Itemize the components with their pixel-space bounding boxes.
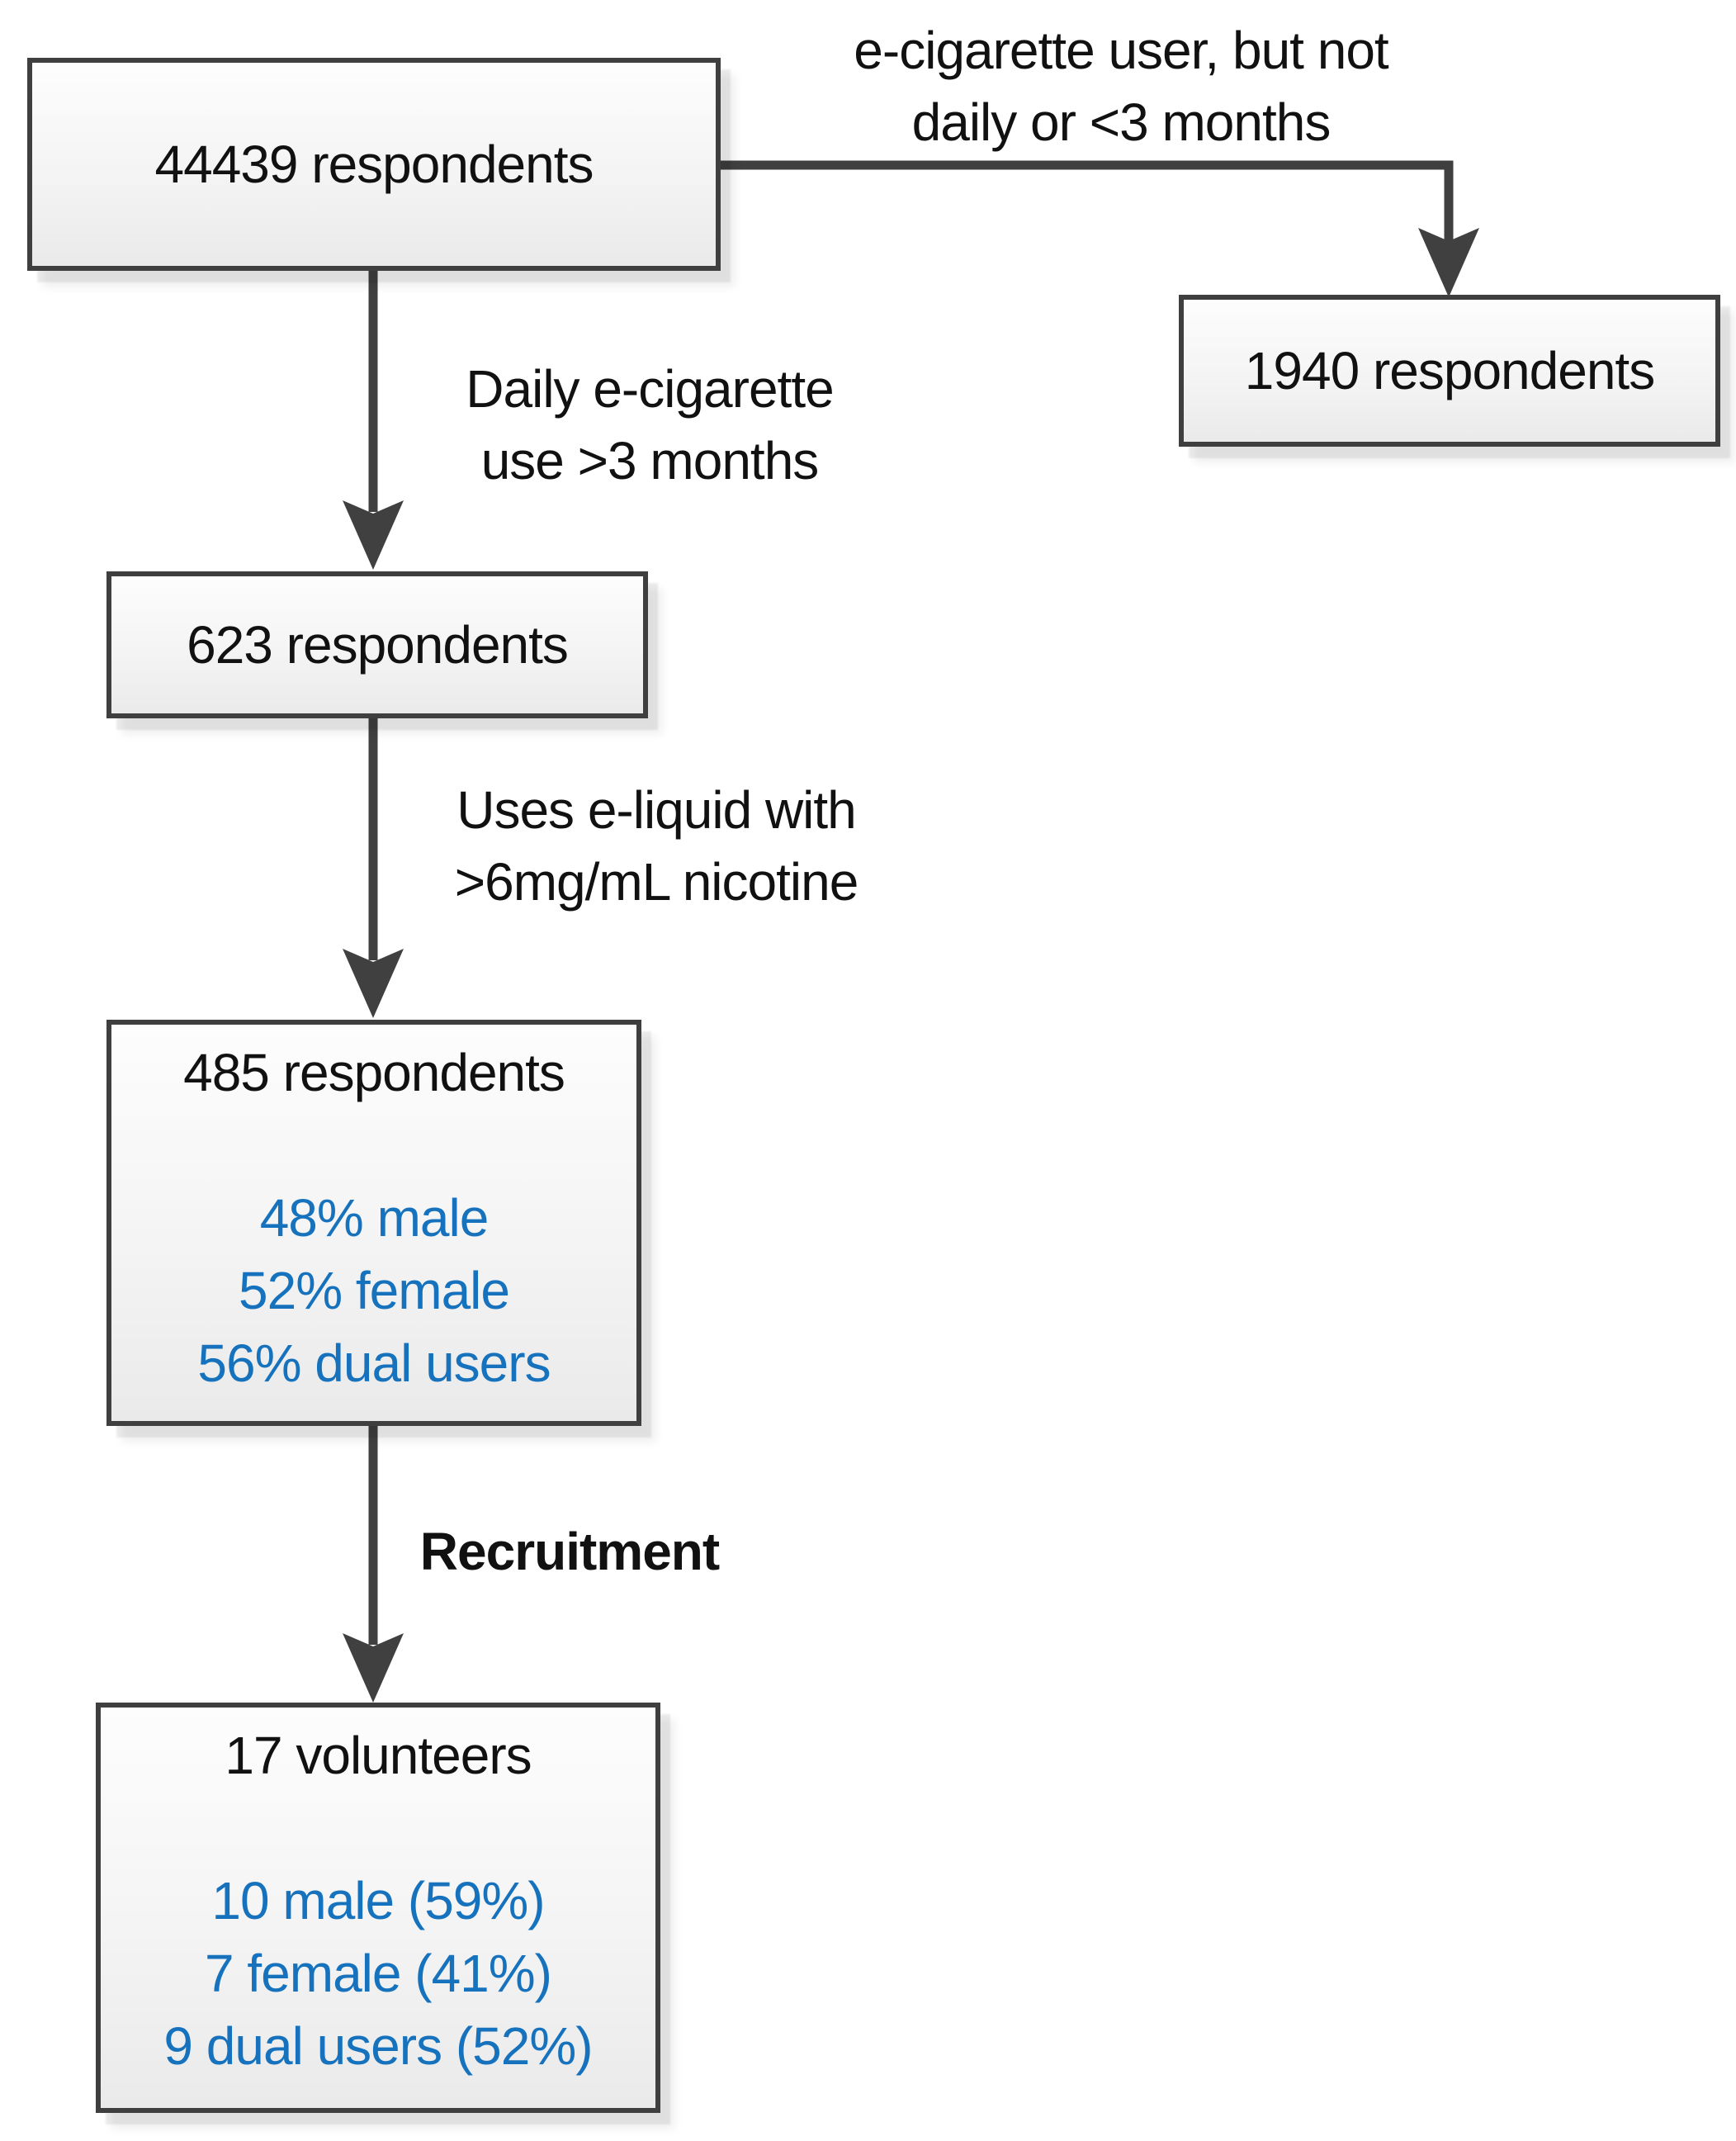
edge-label-eliquid: Uses e-liquid with >6mg/mL nicotine	[455, 774, 859, 918]
stat-dual-users: 9 dual users (52%)	[163, 2016, 593, 2076]
edge-label-line: daily or <3 months	[911, 92, 1332, 152]
arrowhead-to-623	[343, 500, 404, 570]
stat-female: 7 female (41%)	[205, 1944, 552, 2003]
box-title: 44439 respondents	[154, 135, 594, 194]
edge-label-daily-use: Daily e-cigarette use >3 months	[466, 353, 834, 497]
elbow-connector-to-1940	[721, 160, 1454, 241]
arrowhead-to-485	[343, 949, 404, 1018]
edge-label-line: e-cigarette user, but not	[854, 21, 1388, 80]
box-17-volunteers: 17 volunteers 10 male (59%) 7 female (41…	[96, 1703, 660, 2113]
edge-label-line: Uses e-liquid with	[456, 780, 857, 840]
box-485-respondents: 485 respondents 48% male 52% female 56% …	[106, 1020, 641, 1426]
box-17-demographics: 10 male (59%) 7 female (41%) 9 dual user…	[163, 1864, 593, 2082]
box-623-respondents: 623 respondents	[106, 571, 648, 718]
edge-label-not-daily: e-cigarette user, but not daily or <3 mo…	[854, 15, 1388, 159]
stat-male: 10 male (59%)	[211, 1871, 545, 1930]
box-title: 1940 respondents	[1244, 341, 1655, 400]
edge-label-line: use >3 months	[480, 431, 820, 490]
box-485-demographics: 48% male 52% female 56% dual users	[197, 1182, 551, 1400]
box-44439-respondents: 44439 respondents	[27, 58, 721, 271]
edge-label-recruitment: Recruitment	[419, 1522, 720, 1581]
stat-dual-users: 56% dual users	[197, 1333, 551, 1393]
stat-male: 48% male	[259, 1188, 490, 1248]
arrowhead-to-1940	[1418, 228, 1479, 297]
stat-female: 52% female	[239, 1261, 510, 1320]
box-1940-respondents: 1940 respondents	[1179, 295, 1720, 447]
arrowhead-to-17	[343, 1633, 404, 1703]
edge-label-line: Daily e-cigarette	[466, 359, 834, 419]
box-title: 623 respondents	[187, 615, 569, 675]
edge-label-line: >6mg/mL nicotine	[454, 852, 859, 912]
box-title: 17 volunteers	[225, 1726, 532, 1785]
box-title: 485 respondents	[183, 1043, 565, 1102]
